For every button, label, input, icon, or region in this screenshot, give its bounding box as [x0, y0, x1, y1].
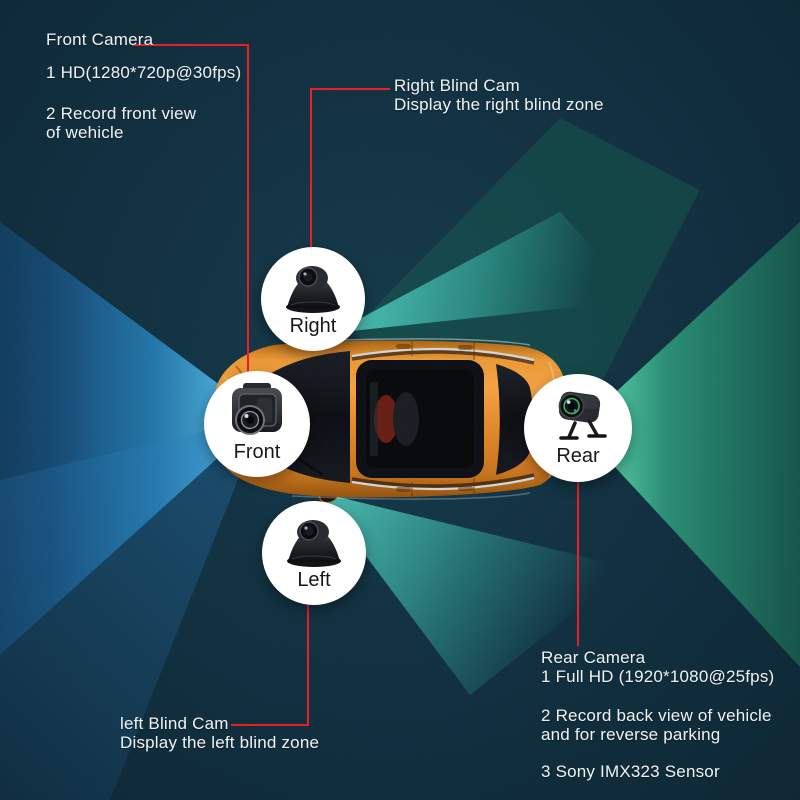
rear-camera-icon [558, 391, 607, 440]
rear-camera-desc-2: and for reverse parking [541, 725, 721, 744]
rear-connector-v [577, 482, 579, 646]
front-camera-desc-1: 2 Record front view [46, 104, 197, 123]
front-camera-label: Front [233, 441, 281, 463]
front-camera-desc-2: of wehicle [46, 123, 124, 142]
right-side-camera-icon [286, 266, 340, 313]
rear-camera-desc-1: 2 Record back view of vehicle [541, 706, 772, 725]
right-blind-desc: Display the right blind zone [394, 95, 604, 114]
rear-camera-marker: Rear [524, 374, 632, 482]
front-connector-v [247, 44, 249, 371]
right-blind-note: Right Blind Cam Display the right blind … [394, 76, 604, 114]
front-camera-spec: 1 HD(1280*720p@30fps) [46, 63, 242, 82]
left-blind-title: left Blind Cam [120, 714, 229, 733]
front-camera-marker: Front [204, 371, 310, 477]
right-camera-label: Right [289, 315, 337, 337]
right-blind-title: Right Blind Cam [394, 76, 520, 95]
rear-camera-sensor: 3 Sony IMX323 Sensor [541, 762, 720, 781]
left-side-camera-icon [287, 520, 341, 567]
left-blind-note: left Blind Cam Display the left blind zo… [120, 714, 319, 752]
left-connector-v [307, 605, 309, 726]
right-connector-v [310, 88, 312, 247]
right-connector-h [310, 88, 390, 90]
front-camera-title: Front Camera [46, 30, 154, 49]
right-camera-marker: Right [261, 247, 365, 351]
rear-camera-spec: 1 Full HD (1920*1080@25fps) [541, 667, 775, 686]
left-camera-marker: Left [262, 501, 366, 605]
left-blind-desc: Display the left blind zone [120, 733, 320, 752]
rear-camera-title: Rear Camera [541, 648, 646, 667]
rear-camera-label: Rear [556, 445, 600, 467]
left-camera-label: Left [297, 569, 331, 591]
front-camera-note: Front Camera 1 HD(1280*720p@30fps) 2 Rec… [46, 30, 241, 142]
rear-camera-note: Rear Camera 1 Full HD (1920*1080@25fps) … [541, 648, 774, 781]
front-camera-icon [232, 383, 282, 435]
